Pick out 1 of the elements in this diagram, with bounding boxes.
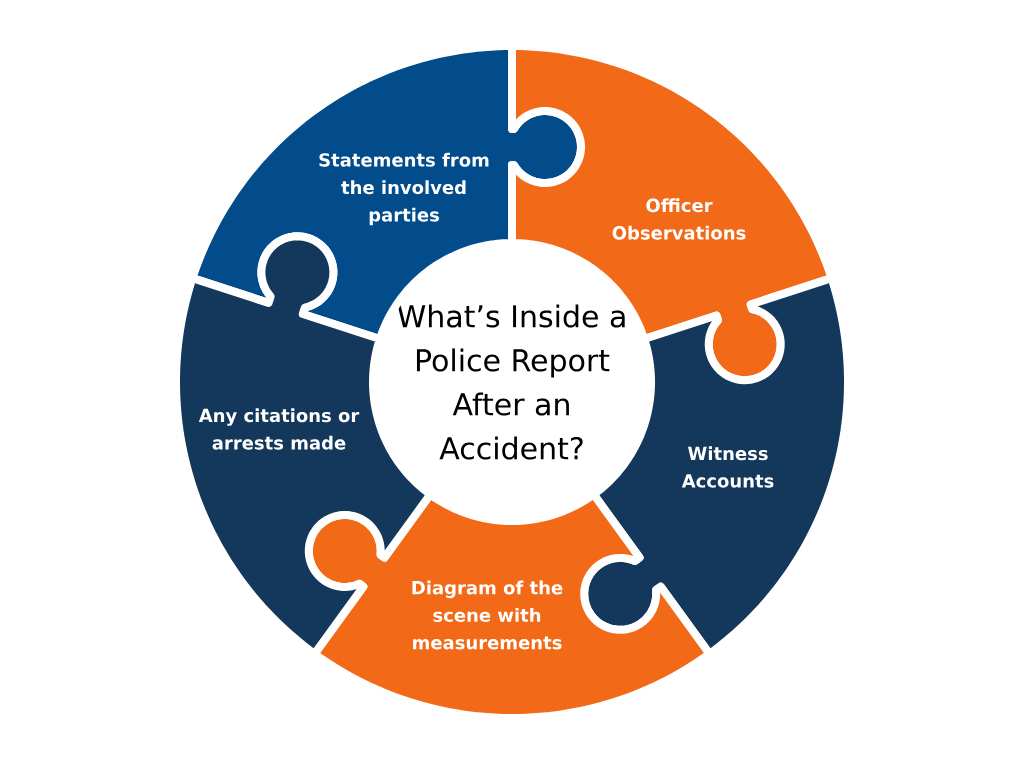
puzzle-piece: Diagram of the scene with measurements — [304, 490, 714, 722]
